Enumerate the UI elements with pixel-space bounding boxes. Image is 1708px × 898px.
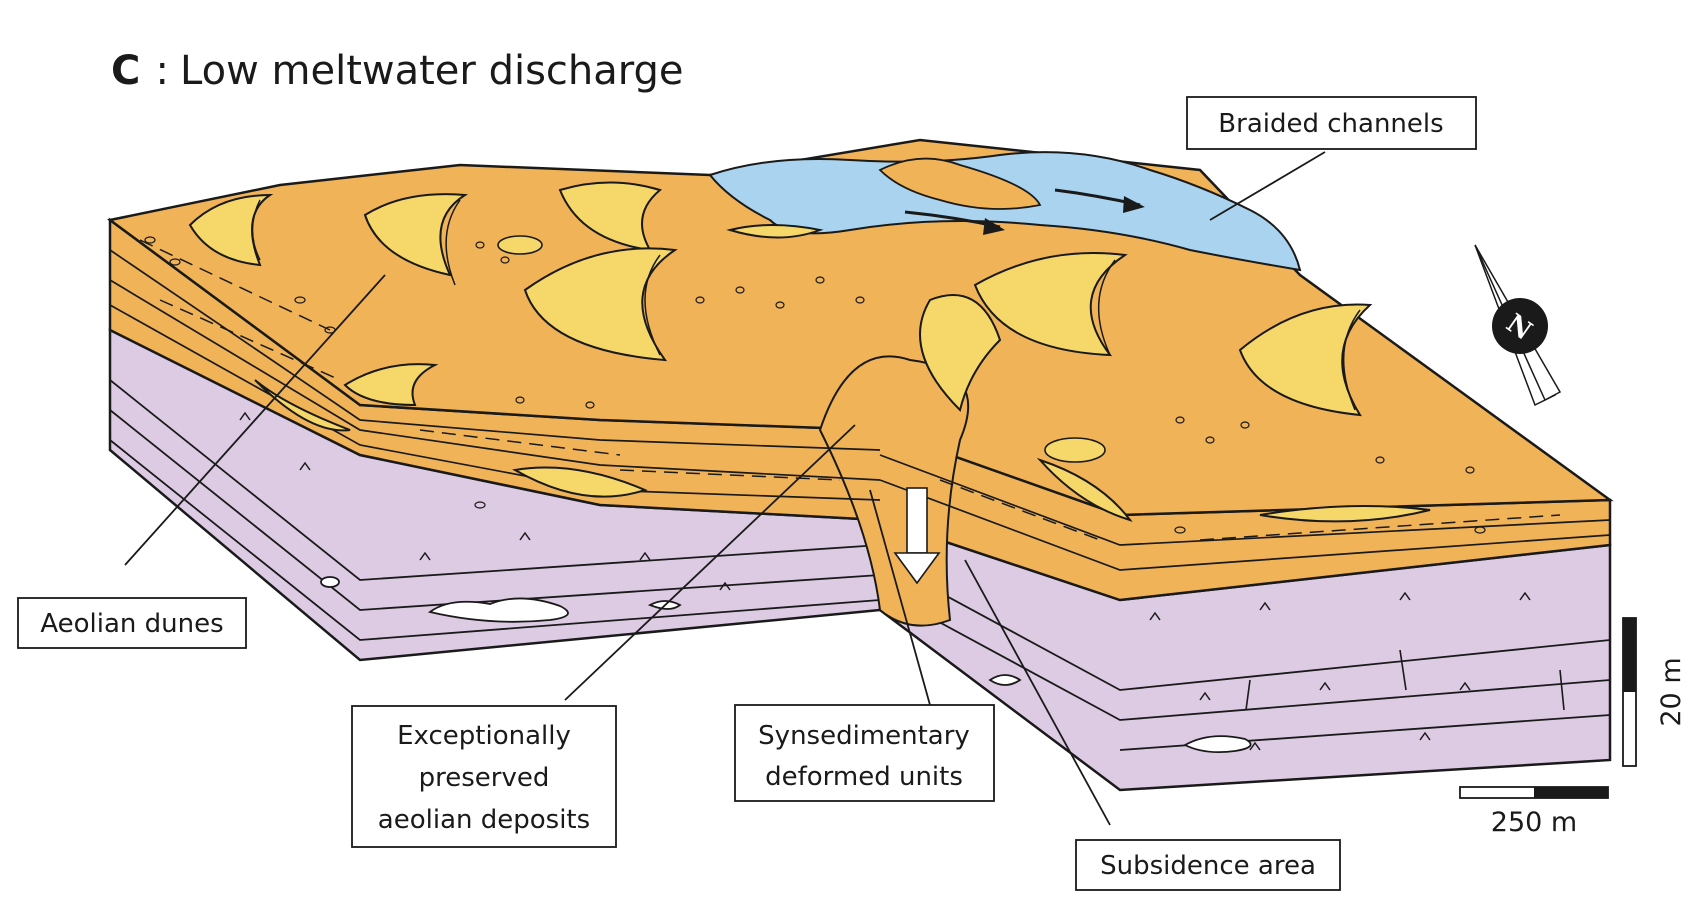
north-badge xyxy=(1492,298,1548,354)
dune xyxy=(1036,457,1133,522)
figure-title: C : Low meltwater discharge xyxy=(111,48,684,94)
bedrock-cavities xyxy=(320,576,1252,754)
horizontal-scale-label: 250 m xyxy=(1491,807,1577,838)
title-text: Low meltwater discharge xyxy=(180,48,683,94)
dune xyxy=(1238,303,1373,417)
dune xyxy=(558,181,663,252)
dune xyxy=(523,247,678,362)
sand-bedding-lines xyxy=(109,249,1611,571)
leader-lines xyxy=(124,151,1326,826)
vertical-scale-bar: 20 m xyxy=(1622,617,1687,767)
dune xyxy=(1259,505,1431,523)
aeolian-dune-field xyxy=(188,181,1431,523)
dune xyxy=(726,224,824,239)
channel-sand-bar xyxy=(878,157,1042,210)
sand-laminae xyxy=(139,239,1561,541)
bedrock-faults xyxy=(1245,649,1565,711)
small-dune-patches xyxy=(497,235,1106,463)
exceptionally-preserved-line3: aeolian deposits xyxy=(378,805,590,835)
dune-slipface-lines xyxy=(251,199,1361,411)
pebbles xyxy=(144,236,1486,534)
horizontal-scale-bar: 250 m xyxy=(1459,786,1609,838)
synsedimentary-line1: Synsedimentary xyxy=(758,721,970,751)
subsidence-arrow xyxy=(893,487,941,585)
aeolian-dunes-text: Aeolian dunes xyxy=(40,609,223,639)
title-letter: C xyxy=(111,48,140,94)
braided-channels xyxy=(708,151,1302,272)
dune xyxy=(343,363,439,407)
dune xyxy=(363,193,469,277)
subsidence-area-text: Subsidence area xyxy=(1100,851,1316,881)
label-synsedimentary: Synsedimentary deformed units xyxy=(734,704,995,802)
dune xyxy=(919,294,1002,412)
synsedimentary-line2: deformed units xyxy=(765,762,963,792)
flow-arrows xyxy=(904,188,1145,235)
bedrock-layer xyxy=(108,327,1612,792)
label-subsidence-area: Subsidence area xyxy=(1075,839,1341,891)
label-exceptionally-preserved: Exceptionally preserved aeolian deposits xyxy=(351,705,617,848)
braided-channels-text: Braided channels xyxy=(1218,109,1443,139)
exceptionally-preserved-line1: Exceptionally xyxy=(397,721,571,751)
dune xyxy=(512,466,648,498)
label-braided-channels: Braided channels xyxy=(1186,96,1477,150)
title-separator: : xyxy=(155,48,168,94)
north-arrow: N xyxy=(1474,244,1562,407)
exceptionally-preserved-line2: preserved xyxy=(419,763,550,793)
vertical-scale-label: 20 m xyxy=(1656,657,1687,726)
dune xyxy=(973,252,1128,357)
label-aeolian-dunes: Aeolian dunes xyxy=(17,597,247,649)
